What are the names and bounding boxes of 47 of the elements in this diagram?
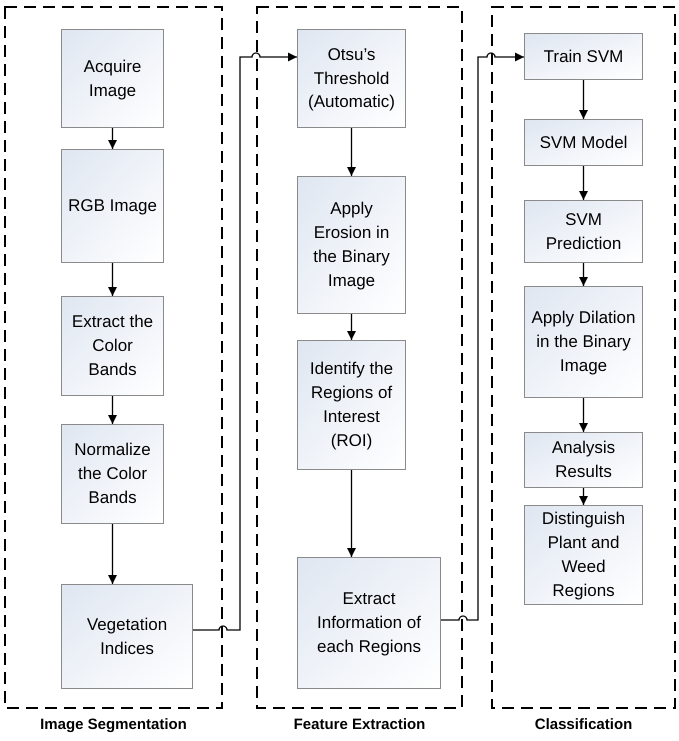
process-box (524, 119, 643, 166)
process-box (297, 176, 406, 314)
process-box (61, 149, 164, 263)
box-label: Otsu’s Threshold (Automatic) (307, 44, 396, 114)
arrow (579, 263, 588, 286)
box-label: Vegetation Indices (86, 614, 168, 660)
box-label: Apply Dilation in the Binary Image (530, 307, 636, 377)
process-box (61, 584, 193, 689)
arrow (108, 128, 117, 149)
arrow (441, 52, 524, 621)
process-box (61, 29, 164, 128)
box-label: Analysis Results (550, 437, 616, 483)
process-box (297, 557, 441, 689)
process-box (297, 340, 406, 470)
process-box (524, 33, 643, 80)
panel-heading: Feature Extraction (294, 715, 426, 735)
box-label: RGB Image (68, 195, 157, 218)
arrow (579, 80, 588, 119)
box-label: Acquire Image (82, 56, 142, 102)
box-label: Distinguish Plant and Weed Regions (540, 508, 626, 602)
arrow (579, 488, 588, 505)
process-box (524, 505, 643, 605)
box-label: SVM Prediction (544, 208, 622, 254)
arrow (347, 470, 356, 557)
process-box (524, 432, 643, 488)
arrow (108, 263, 117, 296)
process-box (61, 296, 164, 396)
panel-heading: Classification (534, 715, 632, 735)
box-label: Apply Erosion in the Binary Image (312, 198, 391, 292)
box-label: Extract the Color Bands (70, 311, 154, 381)
arrow (108, 524, 117, 584)
box-label: Identify the Regions of Interest (ROI) (308, 358, 394, 452)
process-box (297, 29, 406, 128)
process-box (61, 424, 164, 524)
process-box (524, 286, 643, 398)
box-label: Train SVM (544, 46, 624, 68)
box-label: Extract Information of each Regions (316, 588, 422, 658)
arrow (579, 398, 588, 432)
process-box (524, 200, 643, 263)
box-label: SVM Model (540, 132, 628, 154)
panel-heading: Image Segmentation (40, 715, 187, 735)
arrow (347, 128, 356, 176)
box-label: Normalize the Color Bands (73, 439, 152, 509)
arrow (347, 314, 356, 340)
arrow (108, 396, 117, 424)
arrow (193, 52, 297, 631)
arrow (579, 166, 588, 200)
